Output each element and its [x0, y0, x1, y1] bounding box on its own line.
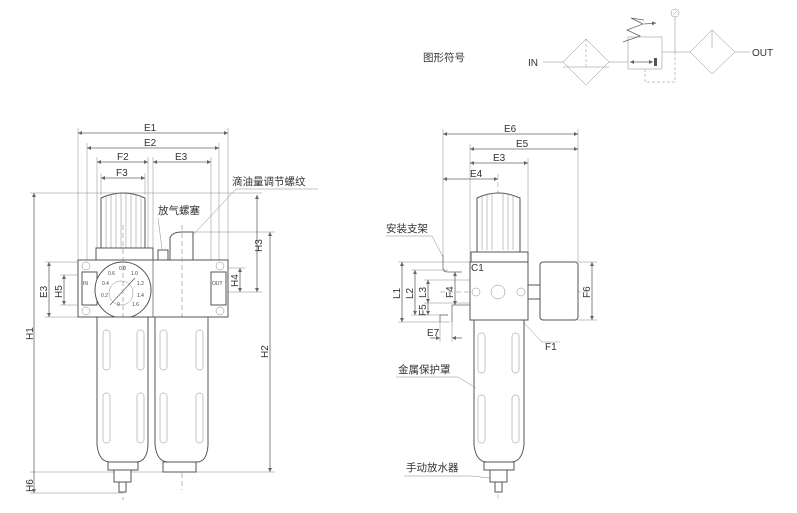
- dim-E1: E1: [144, 123, 157, 134]
- mounting-bracket: [439, 255, 470, 322]
- callout-vent-plug: 放气螺塞: [158, 204, 200, 217]
- filter-regulator-bowl: [96, 316, 149, 463]
- dim-E6: E6: [504, 124, 517, 135]
- regulator-body-side: [469, 261, 529, 321]
- dim-F4: F4: [445, 286, 456, 298]
- dim-F2: F2: [117, 152, 129, 163]
- gauge-tick: 1.0: [131, 271, 138, 277]
- port-in-label: IN: [83, 281, 88, 287]
- gauge-symbol-icon: [670, 8, 680, 18]
- symbol-in-label: IN: [528, 58, 538, 69]
- dim-E2: E2: [144, 138, 157, 149]
- dim-E3-vertical: E3: [39, 285, 50, 298]
- dim-F1: F1: [545, 342, 557, 353]
- callout-bracket: 安装支架: [386, 222, 428, 235]
- filter-symbol: [562, 38, 610, 86]
- dim-L2: L2: [405, 287, 416, 299]
- spring-icon: [622, 17, 645, 43]
- dim-F5: F5: [418, 304, 429, 316]
- symbol-out-label: OUT: [752, 48, 773, 59]
- dim-H6: H6: [25, 479, 36, 492]
- gauge-needle: [109, 277, 136, 306]
- dim-C1: C1: [471, 263, 484, 274]
- dim-L1: L1: [392, 287, 403, 299]
- dim-F3: F3: [116, 168, 128, 179]
- side-view: E6 E5 E3 E4 L1 L2 L3 F5 F4 F6 E7 F1: [386, 124, 597, 500]
- dim-H2: H2: [260, 345, 271, 358]
- lubricator-symbol: [689, 29, 736, 75]
- gauge-tick: 0.8: [119, 266, 126, 272]
- pressure-gauge-side: [539, 261, 579, 321]
- dim-H4: H4: [230, 274, 241, 287]
- dim-E7: E7: [427, 328, 440, 339]
- gauge-tick: 0.4: [102, 281, 109, 287]
- gauge-tick: 1.6: [132, 302, 139, 308]
- callout-manual-drain: 手动放水器: [406, 461, 459, 474]
- gauge-tick: 1.4: [137, 293, 144, 299]
- gauge-tick: 0: [117, 302, 120, 308]
- callout-metal-guard: 金属保护罩: [398, 363, 451, 376]
- callout-oil-drip-thread: 滴油量调节螺纹: [232, 175, 306, 188]
- metal-guard-bowl: [473, 319, 525, 463]
- lubricator-bowl: [154, 316, 209, 463]
- dim-H5: H5: [54, 285, 65, 298]
- dim-E3: E3: [175, 152, 188, 163]
- dim-F6: F6: [582, 286, 593, 298]
- gauge-tick: 0.6: [108, 271, 115, 277]
- pneumatic-symbol: 图形符号 IN OUT: [423, 8, 773, 86]
- dim-E5: E5: [516, 139, 529, 150]
- dim-L3: L3: [418, 286, 429, 298]
- gauge-tick: 0.2: [101, 293, 108, 299]
- dim-E4: E4: [470, 169, 483, 180]
- manual-drain-side: [489, 469, 508, 483]
- manual-drain-front: [113, 469, 132, 483]
- dim-H3: H3: [254, 239, 265, 252]
- dim-E3-side: E3: [493, 153, 506, 164]
- vent-plug: [157, 249, 169, 261]
- symbol-title: 图形符号: [423, 51, 465, 64]
- gauge-tick: 1.2: [137, 281, 144, 287]
- front-view: E1 E2 F2 F3 E3 H1 H6 E3 H5 H3 H4 H2 IN O…: [25, 123, 318, 500]
- dim-H1: H1: [25, 327, 36, 340]
- regulator-knob-side: [476, 192, 521, 253]
- oil-drip-adjuster: [169, 231, 194, 261]
- port-out-label: OUT: [212, 281, 223, 287]
